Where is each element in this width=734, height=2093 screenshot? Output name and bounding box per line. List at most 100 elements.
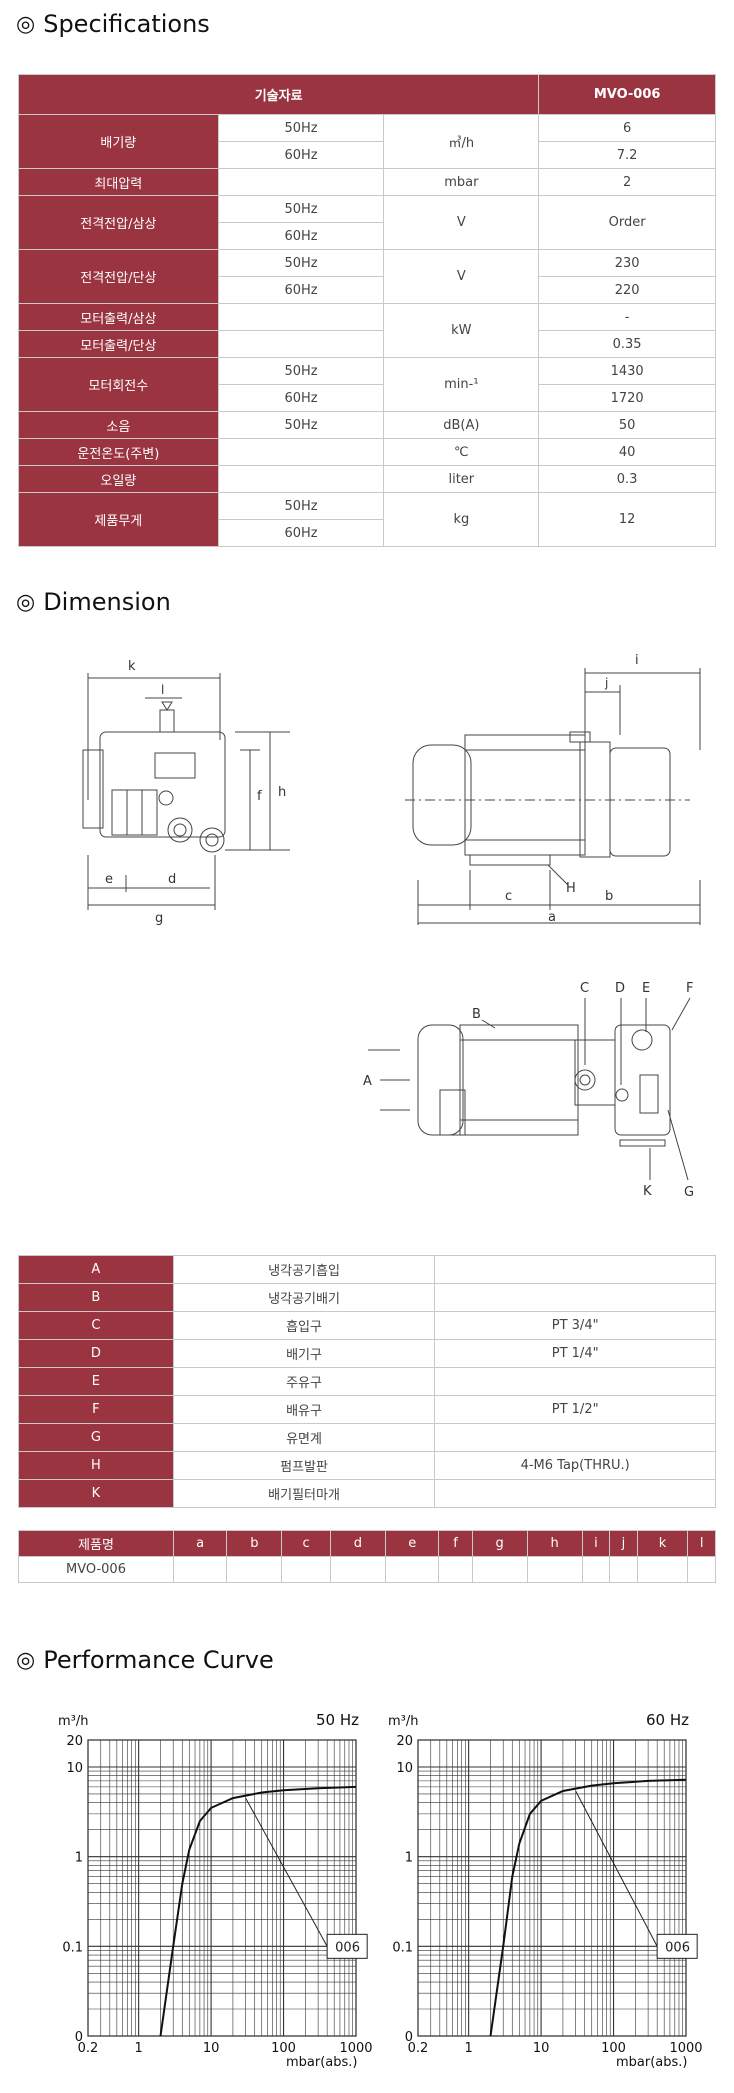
specifications-title: ◎ Specifications	[16, 10, 210, 38]
dim-label-a: a	[548, 910, 556, 925]
top-label-D: D	[615, 981, 625, 996]
x-tick-label: 100	[601, 2041, 626, 2056]
table-row: 전격전압/삼상 50Hz V Order	[18, 195, 716, 250]
table-row: 모터회전수 50Hz min-¹ 1430	[18, 357, 716, 412]
double-circle-icon: ◎	[16, 1647, 36, 1673]
dim-label-b: b	[605, 889, 613, 904]
table-row: 60Hz 220	[19, 276, 716, 304]
curve-label: 006	[665, 1940, 690, 1955]
y-tick-label: 0.1	[62, 1940, 83, 1955]
y-tick-label: 20	[66, 1734, 83, 1749]
y-tick-label: 10	[66, 1761, 83, 1776]
dim-label-e: e	[105, 872, 113, 887]
table-row: 최대압력 mbar 2	[18, 168, 716, 196]
y-tick-label: 1	[75, 1851, 83, 1866]
x-axis-unit: mbar(abs.)	[286, 2055, 358, 2070]
y-tick-label: 10	[396, 1761, 413, 1776]
top-label-B: B	[472, 1007, 481, 1022]
spec-header-label: 기술자료	[17, 74, 540, 115]
x-tick-label: 10	[203, 2041, 220, 2056]
spec-table: 기술자료 MVO-006 배기량 50Hz ㎥/h 6 60Hz 7.2 최대압…	[17, 74, 716, 547]
table-row: 60Hz 7.2	[19, 141, 716, 169]
y-tick-label: 1	[405, 1851, 413, 1866]
x-tick-label: 1	[135, 2041, 143, 2056]
y-tick-label: 0	[75, 2030, 83, 2045]
spec-header-model: MVO-006	[538, 74, 716, 115]
x-axis-unit: mbar(abs.)	[616, 2055, 688, 2070]
series-line	[489, 1778, 687, 2037]
y-tick-label: 20	[396, 1734, 413, 1749]
plot-frame	[417, 1739, 687, 2037]
table-row: 모터출력/단상 0.35	[18, 330, 716, 358]
y-tick-label: 0.1	[392, 1940, 413, 1955]
table-row: 60Hz	[19, 519, 716, 547]
dim-label-f: f	[257, 789, 262, 804]
side-view: k l f h e d g	[82, 659, 290, 926]
dim-label-l: l	[161, 683, 164, 697]
dim-label-i: i	[635, 653, 639, 668]
table-row: 모터출력/삼상 kW -	[18, 303, 716, 358]
top-label-G: G	[684, 1185, 694, 1200]
y-tick-label: 0	[405, 2030, 413, 2045]
x-tick-label: 0.2	[408, 2041, 429, 2056]
top-label-C: C	[580, 981, 589, 996]
performance-curve-title: ◎ Performance Curve	[16, 1646, 274, 1674]
x-tick-label: 10	[533, 2041, 550, 2056]
front-view: i j H c b a	[405, 653, 701, 925]
table-row: 소음 50Hz dB(A) 50	[18, 411, 716, 439]
table-row: 운전온도(주변) ℃ 40	[18, 438, 716, 466]
callout-box	[326, 1933, 368, 1959]
spec-header-row: 기술자료 MVO-006	[17, 74, 716, 115]
dim-label-H: H	[566, 881, 576, 896]
chart-title: 50 Hz	[316, 1711, 359, 1729]
top-label-A: A	[363, 1074, 372, 1089]
dimension-title: ◎ Dimension	[16, 588, 171, 616]
plot-frame	[87, 1739, 357, 2037]
chart-title: 60 Hz	[646, 1711, 689, 1729]
dimension-drawing: k l f h e d g i j	[82, 653, 701, 1200]
table-row: 제품무게 50Hz kg 12	[18, 492, 716, 547]
table-row: 오일량 liter 0.3	[18, 465, 716, 493]
dim-label-k: k	[128, 659, 136, 674]
top-label-K: K	[643, 1184, 652, 1199]
curve-label: 006	[335, 1940, 360, 1955]
x-tick-label: 1000	[669, 2041, 702, 2056]
callout-line	[245, 1797, 328, 1947]
double-circle-icon: ◎	[16, 11, 36, 37]
x-tick-label: 100	[271, 2041, 296, 2056]
dim-label-h: h	[278, 785, 286, 800]
table-row: 배기량 50Hz ㎥/h 6	[18, 114, 716, 169]
callout-box	[656, 1933, 698, 1959]
table-row: MVO-006	[18, 1556, 716, 1583]
x-tick-label: 1000	[339, 2041, 372, 2056]
top-label-F: F	[686, 981, 693, 996]
y-axis-unit: m³/h	[388, 1714, 419, 1729]
y-axis-unit: m³/h	[58, 1714, 89, 1729]
table-row: 전격전압/단상 50Hz V 230	[18, 249, 716, 304]
table-row: 60Hz 1720	[19, 384, 716, 412]
top-view: A B C D E F K G	[363, 981, 694, 1200]
dim-label-j: j	[604, 676, 608, 690]
callout-line	[575, 1790, 658, 1947]
top-label-E: E	[642, 981, 650, 996]
dim-label-g: g	[155, 911, 163, 926]
series-line	[159, 1785, 357, 2037]
x-tick-label: 1	[465, 2041, 473, 2056]
double-circle-icon: ◎	[16, 589, 36, 615]
dim-label-c: c	[505, 889, 512, 904]
